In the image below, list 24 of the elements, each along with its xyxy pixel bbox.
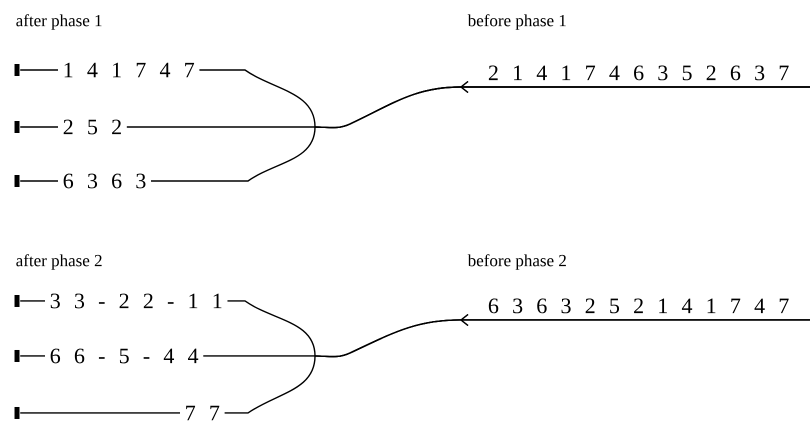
end-bar (14, 350, 20, 362)
sequence-text: 2 1 4 1 7 4 6 3 5 2 6 3 7 (488, 66, 789, 80)
end-bar (14, 64, 20, 76)
line (20, 412, 180, 414)
phase-heading: after phase 1 (16, 14, 102, 30)
end-bar (14, 406, 20, 419)
line (20, 300, 46, 302)
sequence-text: 6 3 6 3 2 5 2 1 4 1 7 4 7 (488, 298, 789, 314)
line (20, 126, 58, 128)
sequence-text: 3 3 - 2 2 - 1 1 (50, 294, 222, 308)
line (20, 69, 58, 71)
line (20, 180, 58, 182)
sequence-text: 6 6 - 5 - 4 4 (50, 348, 198, 364)
end-bar (14, 175, 20, 187)
sequence-text: 6 3 6 3 (64, 174, 146, 188)
sequence-text: 1 4 1 7 4 7 (64, 62, 194, 78)
phase-heading: after phase 2 (16, 254, 102, 270)
end-bar (14, 121, 20, 133)
sequence-text: 2 5 2 (64, 120, 121, 134)
end-bar (14, 294, 20, 307)
phase-heading: before phase 1 (468, 14, 566, 30)
phase-heading: before phase 2 (468, 254, 566, 270)
line (20, 355, 46, 357)
sequence-text: 7 7 (186, 406, 220, 420)
